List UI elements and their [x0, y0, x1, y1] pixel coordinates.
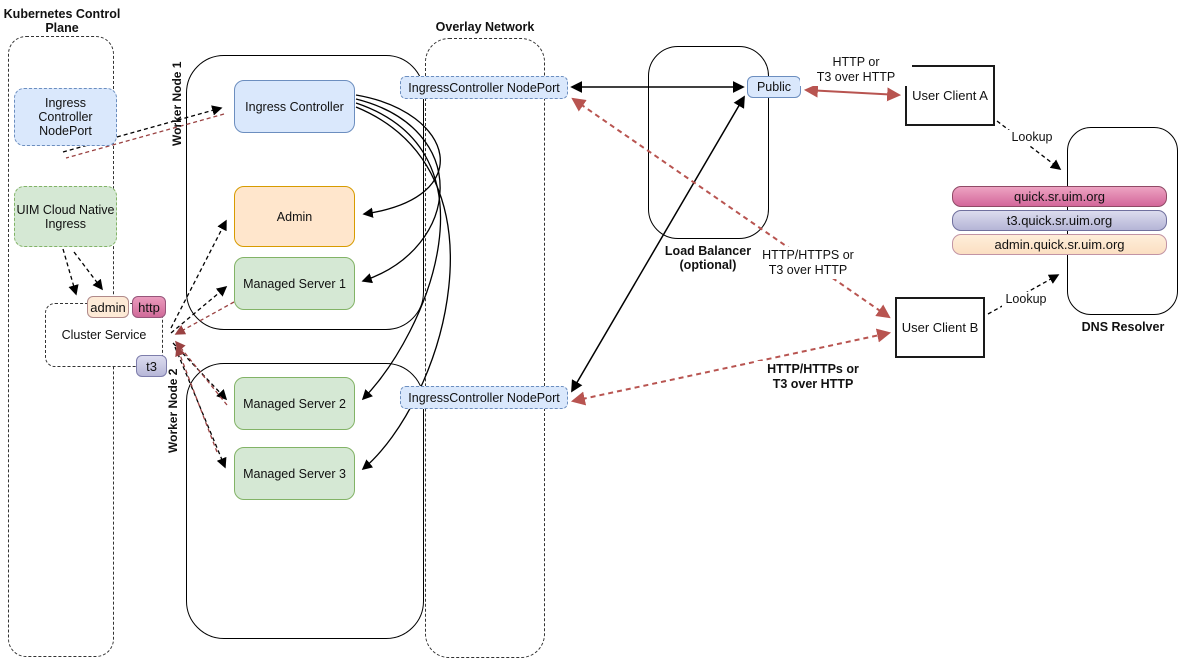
worker-node-1-label: Worker Node 1: [170, 61, 184, 146]
dns-resolver-title: DNS Resolver: [1081, 319, 1165, 334]
edge-label-http-https-mid: HTTP/HTTPS or T3 over HTTP: [752, 247, 864, 279]
user-client-b-box: User Client B: [895, 297, 985, 358]
edge-label-lookup-a: Lookup: [1008, 130, 1056, 145]
dns-record-admin-quick: admin.quick.sr.uim.org: [952, 234, 1167, 255]
dns-record-quick: quick.sr.uim.org: [952, 186, 1167, 207]
managed-server-3-node: Managed Server 3: [234, 447, 355, 500]
nodeport-strip-top: IngressController NodePort: [400, 76, 568, 99]
control-plane-title: Kubernetes Control Plane: [3, 6, 121, 35]
cluster-service-label: Cluster Service: [61, 328, 147, 342]
dns-record-t3-quick: t3.quick.sr.uim.org: [952, 210, 1167, 231]
managed-server-2-node: Managed Server 2: [234, 377, 355, 430]
edge-label-http-t3-top: HTTP or T3 over HTTP: [800, 54, 912, 86]
t3-port-tag: t3: [136, 355, 167, 377]
public-endpoint-tag: Public: [747, 76, 801, 98]
ingress-controller-node: Ingress Controller: [234, 80, 355, 133]
nodeport-strip-bottom: IngressController NodePort: [400, 386, 568, 409]
managed-server-1-node: Managed Server 1: [234, 257, 355, 310]
load-balancer-box: [648, 46, 769, 239]
control-plane-ingress-nodeport: Ingress Controller NodePort: [14, 88, 117, 146]
user-client-a-box: User Client A: [905, 65, 995, 126]
overlay-network-box: [425, 38, 545, 658]
uim-cloud-native-ingress: UIM Cloud Native Ingress: [14, 186, 117, 247]
admin-node: Admin: [234, 186, 355, 247]
http-port-tag: http: [132, 296, 166, 318]
overlay-network-title: Overlay Network: [435, 19, 535, 34]
edge-label-lookup-b: Lookup: [1002, 292, 1050, 307]
edge-label-http-https-bottom: HTTP/HTTPs or T3 over HTTP: [754, 361, 872, 393]
worker-node-2-label: Worker Node 2: [166, 368, 180, 453]
admin-port-tag: admin: [87, 296, 129, 318]
